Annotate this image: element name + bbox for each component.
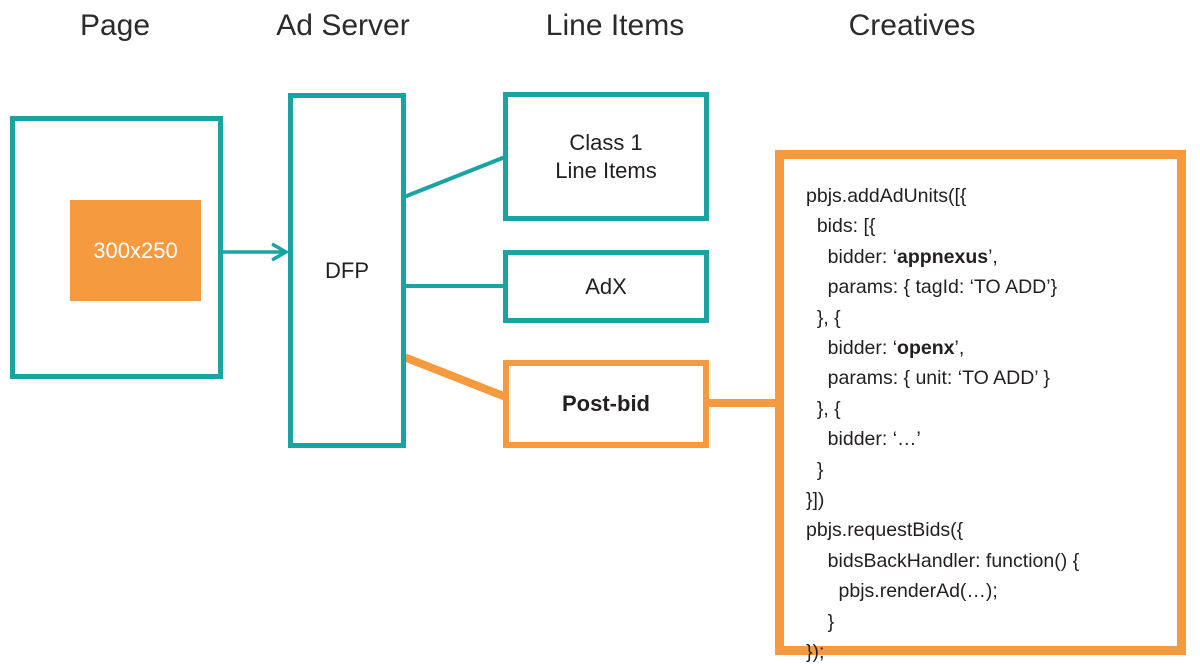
ad-slot-300x250[interactable]: 300x250 xyxy=(70,200,201,301)
dfp-label: DFP xyxy=(325,257,369,283)
code-line: } xyxy=(806,610,835,633)
prebid-code-snippet: pbjs.addAdUnits([{ bids: [{ bidder: ‘app… xyxy=(806,181,1177,664)
creatives-code-panel[interactable]: pbjs.addAdUnits([{ bids: [{ bidder: ‘app… xyxy=(775,150,1186,663)
code-line: }, { xyxy=(806,397,841,420)
code-bidder-name: appnexus xyxy=(897,245,989,268)
code-line: pbjs.requestBids({ xyxy=(806,519,964,542)
code-line: pbjs.addAdUnits([{ xyxy=(806,185,967,207)
code-line: } xyxy=(806,458,824,481)
code-line: bids: [{ xyxy=(806,215,876,238)
class1-label-line1: Class 1 xyxy=(569,129,643,155)
code-line: bidder: ‘openx’, xyxy=(806,337,965,360)
code-line: }); xyxy=(806,641,825,664)
column-header-line-items: Line Items xyxy=(545,9,685,42)
ad-server-dfp-box[interactable]: DFP xyxy=(288,93,406,448)
column-header-ad-server: Ad Server xyxy=(276,9,410,42)
post-bid-label: Post-bid xyxy=(562,391,650,416)
ad-slot-label: 300x250 xyxy=(93,237,178,263)
code-line: pbjs.renderAd(…); xyxy=(806,580,998,603)
code-line: params: { tagId: ‘TO ADD’} xyxy=(806,276,1058,299)
adx-box[interactable]: AdX xyxy=(503,250,709,323)
code-line: bidder: ‘appnexus’, xyxy=(806,245,998,268)
connector-dfp-to-postbid xyxy=(402,353,508,401)
adx-label: AdX xyxy=(585,273,627,299)
code-line: params: { unit: ‘TO ADD’ } xyxy=(806,367,1050,390)
code-bidder-name: openx xyxy=(897,337,955,360)
column-header-creatives: Creatives xyxy=(848,9,976,42)
class1-label-line2: Line Items xyxy=(555,157,657,183)
code-line: }, { xyxy=(806,306,841,329)
code-line: }]) xyxy=(806,489,825,512)
column-header-page: Page xyxy=(79,9,151,42)
code-line: bidder: ‘…’ xyxy=(806,428,921,451)
code-line: bidsBackHandler: function() { xyxy=(806,549,1080,572)
connector-dfp-to-class1 xyxy=(403,155,506,199)
post-bid-box[interactable]: Post-bid xyxy=(503,360,709,448)
